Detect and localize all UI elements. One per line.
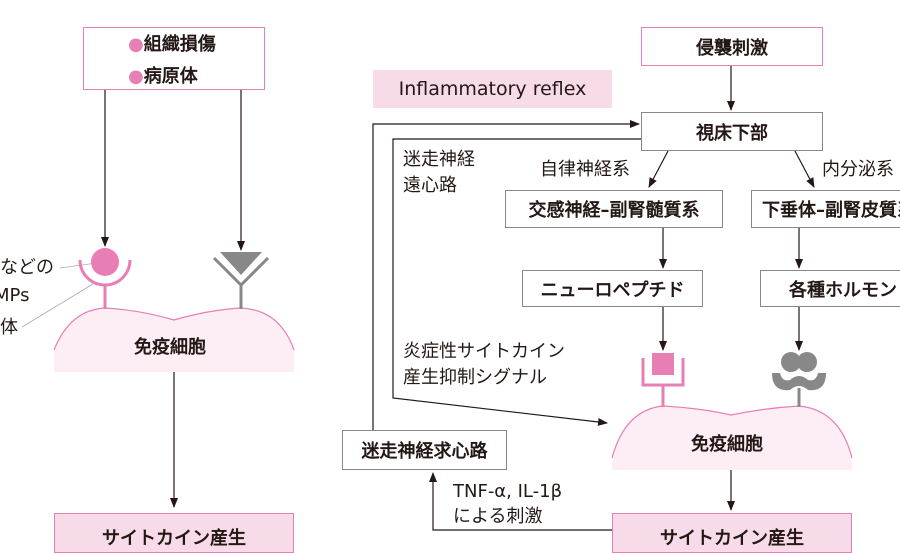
leader-line [21,283,94,328]
arrow-autonomic [648,150,669,188]
sympathetic-box: 交感神経–副腎髄質系 [505,190,723,228]
stimulus-label-2: による刺激 [453,506,543,527]
receptor-label: 体 [0,317,18,338]
signal-label-2: 産生抑制シグナル [403,367,547,388]
cytokine-box-left: サイトカイン産生 [54,513,294,553]
damps-label-2: MPs [0,285,30,306]
stimulus-label: TNF-α, IL-1β [453,481,563,502]
hormones-box: 各種ホルモン [760,270,900,307]
pink-receptor-icon [78,248,132,309]
damps-label: などの [0,257,54,278]
cytokine-feedback-line [429,472,612,531]
efferent-label: 迷走神経 [403,149,475,170]
cytokine-box-right: サイトカイン産生 [612,513,852,553]
immune-cell-left-shape [54,308,294,372]
afferent-box: 迷走神経求心路 [342,430,507,470]
invasion-box: 侵襲刺激 [641,27,823,66]
endocrine-label: 内分泌系 [822,159,894,180]
pink-square-receptor-icon [641,353,685,407]
stimulus-item: ●組織損傷 [128,33,216,55]
autonomic-label: 自律神経系 [540,159,630,180]
immune-cell-right-shape [612,406,852,470]
neuropeptide-box: ニューロペプチド [522,270,703,307]
pituitary-box: 下垂体–副腎皮質系 [751,190,900,228]
efferent-label-2: 遠心路 [403,175,457,196]
efferent-line [392,138,641,426]
diagram-lines [21,66,853,531]
signal-label: 炎症性サイトカイン [403,341,565,362]
stimulus-item: ●病原体 [128,65,198,87]
hypothalamus-box: 視床下部 [641,112,823,151]
gray-blob-receptor-icon [772,352,826,407]
inflammatory-reflex-label: Inflammatory reflex [373,70,612,108]
afferent-loop-line [372,120,640,430]
immune-cell-left-label: 免疫細胞 [134,337,206,358]
stimulus-box: ●組織損傷 ●病原体 [83,27,265,90]
arrow-endocrine [794,150,815,188]
immune-cell-right-label: 免疫細胞 [691,434,763,455]
gray-receptor-icon [212,252,270,309]
